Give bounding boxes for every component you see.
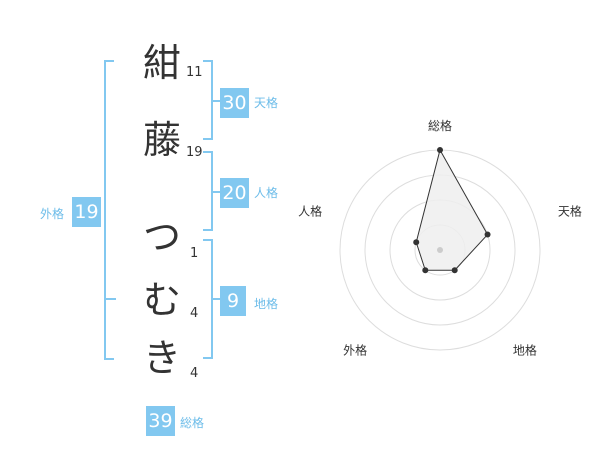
name-char-3: つ (142, 215, 181, 259)
name-char-4: む (142, 278, 181, 322)
chikaku-bracket-tick (213, 298, 220, 300)
radar-center-point (437, 247, 443, 253)
radar-axis-label-2: 天格 (558, 204, 582, 219)
jinkaku-value-badge: 20 (220, 178, 249, 208)
radar-axis-label-5: 人格 (298, 204, 322, 219)
jinkaku-bracket (203, 151, 213, 231)
stroke-count-4: 4 (190, 306, 199, 321)
soukaku-value-badge: 39 (146, 406, 175, 436)
chikaku-value-badge: 9 (220, 286, 246, 316)
gaikaku-bracket-tick (104, 298, 116, 300)
radar-point-4 (422, 267, 429, 274)
gaikaku-label: 外格 (40, 207, 65, 221)
radar-axis-label-4: 外格 (343, 342, 367, 357)
stroke-count-3: 1 (190, 246, 199, 261)
gaikaku-value-badge: 19 (72, 197, 101, 227)
radar-point-2 (484, 231, 491, 238)
jinkaku-label: 人格 (254, 186, 279, 200)
tenkaku-bracket (203, 60, 213, 140)
tenkaku-value-badge: 30 (220, 88, 249, 118)
tenkaku-label: 天格 (254, 96, 279, 110)
name-char-5: き (142, 336, 181, 380)
radar-axis-label-1: 総格 (428, 118, 452, 133)
stroke-count-5: 4 (190, 366, 199, 381)
jinkaku-bracket-tick (213, 191, 220, 193)
chikaku-label: 地格 (254, 297, 279, 311)
gaikaku-bracket (104, 60, 114, 360)
radar-point-3 (451, 267, 458, 274)
radar-data-polygon (415, 148, 489, 271)
radar-point-5 (413, 239, 420, 246)
radar-axis-label-3: 地格 (513, 342, 537, 357)
name-char-1: 紺 (142, 41, 181, 85)
name-char-2: 藤 (142, 118, 181, 162)
stroke-count-1: 11 (186, 65, 203, 80)
tenkaku-bracket-tick (213, 100, 220, 102)
chikaku-bracket (203, 239, 213, 359)
stroke-count-2: 19 (186, 145, 203, 160)
soukaku-label: 総格 (180, 416, 205, 430)
radar-point-1 (437, 147, 443, 153)
